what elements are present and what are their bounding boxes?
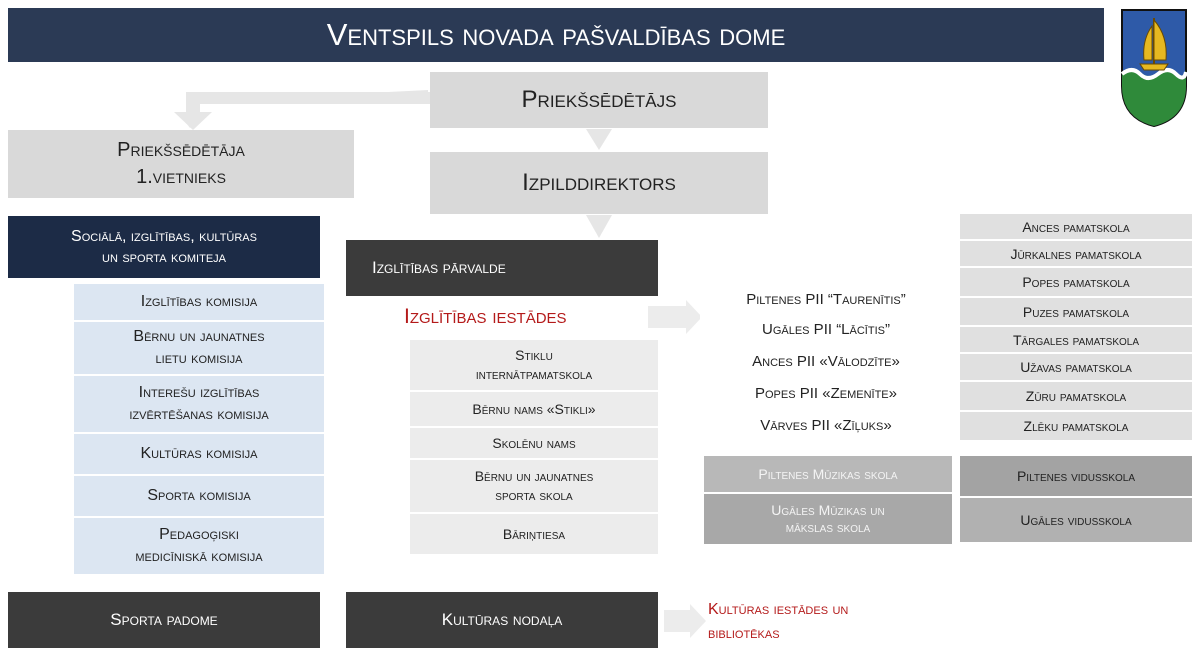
preschool-item: Popes PII «Zemenīte» xyxy=(700,378,952,408)
vice-chair-line2: 1.vietnieks xyxy=(136,166,226,188)
primary-school-item: Puzes pamatskola xyxy=(960,298,1192,325)
arrow-director-to-board xyxy=(586,215,612,238)
preschool-item: Ances PII «Vālodzīte» xyxy=(700,346,952,376)
music-school-item: Ugāles Mūzikas un mākslas skola xyxy=(704,494,952,544)
preschool-label: Popes PII «Zemenīte» xyxy=(755,384,897,402)
culture-department-label: Kultūras nodaļa xyxy=(441,610,563,629)
preschool-label: Ances PII «Vālodzīte» xyxy=(752,352,900,370)
music-school-line: Ugāles Mūzikas un xyxy=(771,502,885,518)
sports-council-box: Sporta padome xyxy=(8,592,320,648)
institution-line: Skolēnu nams xyxy=(492,434,576,451)
primary-school-label: Ances pamatskola xyxy=(1022,218,1130,235)
primary-school-item: Zūru pamatskola xyxy=(960,382,1192,410)
commission-line: Izglītības komisija xyxy=(140,293,258,310)
primary-school-label: Popes pamatskola xyxy=(1022,274,1130,290)
vice-chair-line1: Priekšsēdētāja xyxy=(117,139,245,161)
secondary-school-item: Ugāles vidusskola xyxy=(960,498,1192,542)
institution-item: Bāriņtiesa xyxy=(410,514,658,554)
preschool-label: Vārves PII «Zīļuks» xyxy=(760,416,892,434)
commission-line: medicīniskā komisija xyxy=(135,548,263,565)
primary-school-label: Zūru pamatskola xyxy=(1025,388,1127,404)
arrow-chairman-to-director xyxy=(586,129,612,150)
education-board-label: Izglītības pārvalde xyxy=(372,258,506,277)
arrow-chairman-to-vice-drop xyxy=(186,92,200,114)
secondary-school-item: Piltenes vidusskola xyxy=(960,456,1192,496)
institution-line: Bērnu un jaunatnes xyxy=(474,468,594,484)
committee-line1: Sociālā, izglītības, kultūras xyxy=(71,228,257,245)
institution-item: Bērnu nams «Stikli» xyxy=(410,392,658,426)
primary-school-item: Tārgales pamatskola xyxy=(960,327,1192,352)
chairman-label: Priekšsēdētājs xyxy=(521,86,677,113)
institution-line: Stiklu xyxy=(515,347,553,363)
primary-school-label: Užavas pamatskola xyxy=(1020,359,1132,375)
institution-line: internātpamatskola xyxy=(475,366,593,382)
vice-chair-box: Priekšsēdētāja 1.vietnieks xyxy=(8,130,354,198)
commission-line: Bērnu un jaunatnes xyxy=(133,328,265,345)
committee-box: Sociālā, izglītības, kultūras un sporta … xyxy=(8,216,320,278)
secondary-school-label: Ugāles vidusskola xyxy=(1020,512,1132,528)
primary-school-label: Tārgales pamatskola xyxy=(1013,331,1139,348)
commission-line: lietu komisija xyxy=(155,350,243,367)
commission-line: Kultūras komisija xyxy=(140,445,258,462)
director-box: Izpilddirektors xyxy=(430,152,768,214)
page-title: Ventspils novada pašvaldības dome xyxy=(8,8,1104,62)
institution-item: Skolēnu nams xyxy=(410,428,658,458)
preschool-label: Ugāles PII “Lācītis” xyxy=(762,320,890,338)
secondary-school-label: Piltenes vidusskola xyxy=(1016,468,1136,484)
preschool-item: Ugāles PII “Lācītis” xyxy=(700,314,952,344)
committee-line2: un sporta komiteja xyxy=(102,249,226,266)
culture-institutions-line1: Kultūras iestādes un xyxy=(708,601,849,618)
preschool-label: Piltenes PII “Taurenītis” xyxy=(746,290,906,308)
primary-school-item: Jūrkalnes pamatskola xyxy=(960,241,1192,266)
primary-school-label: Zlēku pamatskola xyxy=(1023,418,1129,434)
commission-item: Izglītības komisija xyxy=(74,284,324,320)
primary-school-item: Ances pamatskola xyxy=(960,214,1192,239)
institution-line: sporta skola xyxy=(495,487,573,503)
institution-line: Bērnu nams «Stikli» xyxy=(472,400,596,417)
culture-department-box: Kultūras nodaļa xyxy=(346,592,658,648)
arrow-chairman-to-vice-shaft xyxy=(186,92,430,104)
preschool-item: Vārves PII «Zīļuks» xyxy=(700,410,952,440)
arrow-culture-head xyxy=(690,604,706,638)
commission-line: Interešu izglītības xyxy=(138,384,260,401)
institution-line: Bāriņtiesa xyxy=(502,525,566,542)
commission-item: Interešu izglītības izvērtēšanas komisij… xyxy=(74,376,324,432)
preschool-item: Piltenes PII “Taurenītis” xyxy=(700,284,952,314)
institution-item: Bērnu un jaunatnes sporta skola xyxy=(410,460,658,512)
commission-item: Pedagoģiski medicīniskā komisija xyxy=(74,518,324,574)
arrow-chairman-to-vice-head xyxy=(174,112,212,130)
commission-line: izvērtēšanas komisija xyxy=(129,406,269,423)
commission-item: Sporta komisija xyxy=(74,476,324,516)
primary-school-item: Užavas pamatskola xyxy=(960,354,1192,380)
commission-line: Pedagoģiski xyxy=(159,526,239,543)
commission-item: Bērnu un jaunatnes lietu komisija xyxy=(74,322,324,374)
coat-of-arms-logo xyxy=(1120,9,1188,128)
director-label: Izpilddirektors xyxy=(522,169,676,196)
title-text: Ventspils novada pašvaldības dome xyxy=(326,17,786,52)
primary-school-label: Jūrkalnes pamatskola xyxy=(1010,245,1142,262)
commission-line: Sporta komisija xyxy=(147,487,251,504)
education-institutions-heading-text: Izglītības iestādes xyxy=(404,305,567,328)
commission-item: Kultūras komisija xyxy=(74,434,324,474)
culture-institutions-line2: bibliotēkas xyxy=(708,625,780,642)
music-school-line: mākslas skola xyxy=(785,519,871,535)
primary-school-item: Zlēku pamatskola xyxy=(960,412,1192,440)
institution-item: Stiklu internātpamatskola xyxy=(410,340,658,390)
sports-council-label: Sporta padome xyxy=(110,610,218,629)
arrow-institutions-shaft xyxy=(648,306,688,328)
culture-institutions-text: Kultūras iestādes un bibliotēkas xyxy=(708,598,968,646)
chairman-box: Priekšsēdētājs xyxy=(430,72,768,128)
primary-school-label: Puzes pamatskola xyxy=(1022,303,1130,320)
music-school-line: Piltenes Mūzikas skola xyxy=(758,465,898,482)
arrow-institutions-head xyxy=(686,300,702,334)
education-board-box: Izglītības pārvalde xyxy=(346,240,658,296)
music-school-item: Piltenes Mūzikas skola xyxy=(704,456,952,492)
education-institutions-heading: Izglītības iestādes xyxy=(404,300,644,334)
arrow-culture-shaft xyxy=(664,610,692,632)
primary-school-item: Popes pamatskola xyxy=(960,268,1192,296)
